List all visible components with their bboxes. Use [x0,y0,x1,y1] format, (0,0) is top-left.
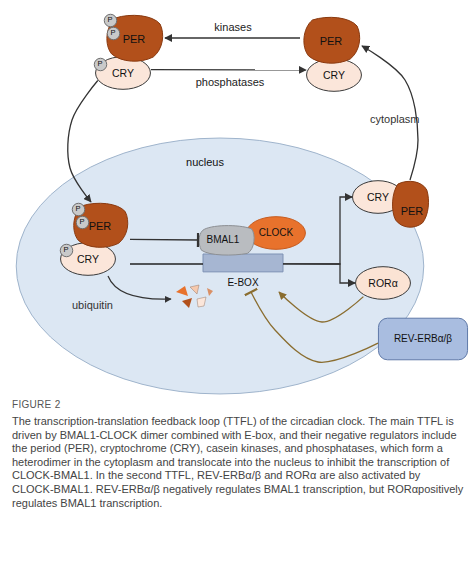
phosphate-group: P [76,216,89,229]
node-label: nucleus [165,155,245,169]
e-box-element-outline [203,254,283,272]
enzyme-label: phosphatases [196,76,265,89]
node-label: PER [300,16,362,66]
bmal1-protein: BMAL1 [198,224,256,256]
node-label: P [94,58,107,71]
node-label: P [76,216,89,229]
phosphate-group: P [60,244,73,257]
period-protein: PER [300,16,362,66]
ror-alpha-protein: RORα [355,266,411,300]
phosphate-group: P [104,14,117,27]
node-label: RORα [355,266,411,300]
enzyme-label: kinases [214,21,251,34]
region-label: cytoplasm [370,113,420,126]
node-label: E-BOX [203,275,283,291]
rev-erb-protein: REV-ERBα/β [378,318,468,360]
phosphate-group-outline [94,58,106,70]
cryptochrome-protein-outline [307,59,362,92]
period-protein: PER [390,180,430,230]
node-label: P [107,27,120,40]
phosphate-group-outline [76,216,88,228]
phosphate-group: P [72,203,85,216]
period-protein-outline [393,181,429,227]
phosphate-group: P [107,27,120,40]
process-label: ubiquitin [72,299,113,312]
phosphate-group: P [94,58,107,71]
clock-protein-outline [247,217,306,250]
cryptochrome-protein-outline [61,243,116,276]
node-label: PER [394,196,430,226]
phosphate-group-outline [104,14,116,26]
phosphate-group-outline [60,244,72,256]
ror-alpha-protein-outline [356,267,411,300]
node-label: P [104,14,117,27]
activation-connector [165,37,300,38]
clock-protein: CLOCK [246,216,306,250]
node-label: P [72,203,85,216]
node-label: P [60,244,73,257]
figure-number: FIGURE 2 [12,399,61,411]
figure-caption: The transcription-translation feedback l… [12,415,464,510]
node-label: CLOCK [246,216,306,250]
nucleus-region: nucleusPERPPCRYPBMAL1CLOCKE-BOX [15,137,425,395]
rev-erb-protein-outline [378,318,467,360]
node-label: BMAL1 [198,224,248,256]
e-box-element: E-BOX [203,254,283,292]
phosphate-group-outline [107,27,119,39]
node-label: REV-ERBα/β [378,318,468,360]
activation-connector [151,69,306,71]
nucleus-region-outline [16,138,424,394]
phosphate-group-outline [72,203,84,215]
